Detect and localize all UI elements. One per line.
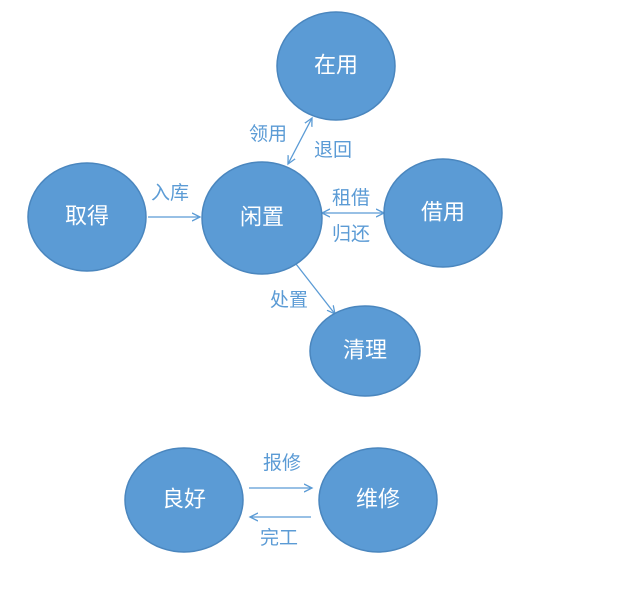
node-jieyong-circle <box>383 158 503 268</box>
edge-labels: 领用 退回 入库 租借 归还 处置 报修 完工 <box>151 123 370 549</box>
node-qingli-circle <box>309 305 421 397</box>
node-lianghao: 良好 <box>124 447 244 553</box>
node-weixiu: 维修 <box>318 447 438 553</box>
node-weixiu-circle <box>318 447 438 553</box>
arrow-xianzhi-zaiyong <box>288 118 312 164</box>
arrow-xianzhi-qingli <box>295 263 335 314</box>
node-lianghao-circle <box>124 447 244 553</box>
node-jieyong-label: 借用 <box>421 201 465 226</box>
node-qude: 取得 <box>27 162 147 272</box>
node-lianghao-label: 良好 <box>162 488 206 513</box>
node-qude-circle <box>27 162 147 272</box>
node-zaiyong-circle <box>276 11 396 121</box>
node-xianzhi: 闲置 <box>201 161 323 275</box>
node-weixiu-label: 维修 <box>356 488 400 513</box>
node-qingli-label: 清理 <box>343 339 387 364</box>
edge-label-lingyong: 领用 <box>249 123 287 145</box>
node-xianzhi-label: 闲置 <box>240 206 284 231</box>
edge-label-wangong: 完工 <box>260 527 298 549</box>
node-zaiyong-label: 在用 <box>314 54 358 79</box>
node-zaiyong: 在用 <box>276 11 396 121</box>
edge-label-zujie: 租借 <box>332 187 370 209</box>
edge-label-ruku: 入库 <box>151 182 189 204</box>
node-qude-label: 取得 <box>65 205 109 230</box>
arrows <box>148 118 384 517</box>
node-qingli: 清理 <box>309 305 421 397</box>
edge-label-tuihui: 退回 <box>314 139 352 161</box>
edge-label-baoxiu: 报修 <box>263 452 301 474</box>
node-xianzhi-circle <box>201 161 323 275</box>
node-jieyong: 借用 <box>383 158 503 268</box>
edge-label-guihuan: 归还 <box>332 223 370 245</box>
edge-label-chuzhi: 处置 <box>270 289 308 311</box>
